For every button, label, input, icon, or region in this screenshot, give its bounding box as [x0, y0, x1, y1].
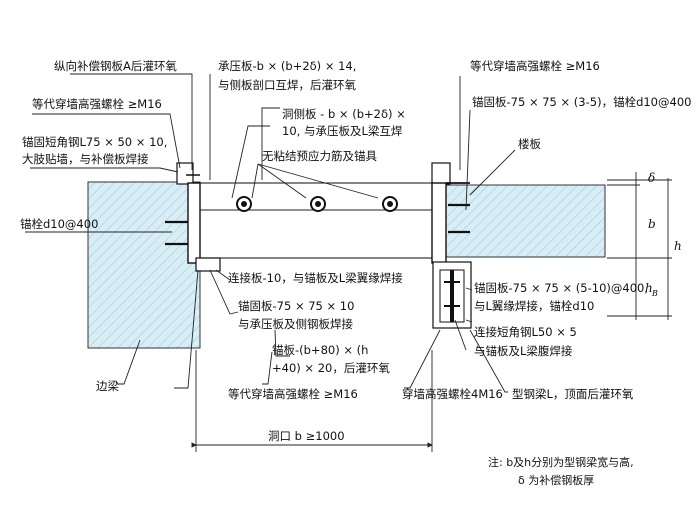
- note-line-1: 注: b及h分别为型钢梁宽与高,: [488, 455, 634, 469]
- edge-beam-body: [87, 181, 201, 349]
- dim-delta-label: δ: [648, 171, 655, 185]
- slab-label: 楼板: [518, 137, 541, 151]
- steel-beam-label: 型钢梁L，顶面后灌环氧: [512, 387, 634, 401]
- side-plate-label: 洞侧板 - b × (b+2δ) ×: [282, 107, 406, 121]
- side-plate-label-2: 10, 与承压板及L梁互焊: [282, 124, 403, 138]
- angle-short-label-2: 大肢贴墙，与补偿板焊接: [22, 152, 149, 166]
- leader-lines: [25, 73, 516, 393]
- anchor-plate-r2-label-2: 与L翼缘焊接，锚栓d10: [474, 299, 594, 313]
- anchor-plate-bot-label-2: +40) × 20，后灌环氧: [272, 361, 390, 375]
- edge-beam-label: 边梁: [96, 379, 119, 393]
- comp-plate-label: 纵向补偿钢板A后灌环氧: [54, 59, 177, 73]
- left-steel-assembly: [165, 162, 221, 272]
- svg-text:B: B: [651, 289, 658, 298]
- bolt-tr-label: 等代穿墙高强螺栓 ≥M16: [470, 59, 600, 73]
- right-steel-assembly: [431, 162, 472, 329]
- connect-plate-label: 连接板-10，与锚板及L梁翼缘焊接: [228, 271, 403, 285]
- anchor-plate-mid-label-2: 与承压板及侧钢板焊接: [238, 317, 353, 331]
- dim-hb-label: h: [645, 281, 653, 295]
- anchor-plate-r2-label: 锚固板-75 × 75 × (5-10)@400,: [474, 281, 648, 295]
- connect-angle-label: 连接短角钢L50 × 5: [474, 325, 577, 339]
- anchor-plate-bot-label: 锚板-(b+80) × (h: [272, 343, 368, 357]
- bolt-br-label: 穿墙高强螺栓4M16: [402, 387, 503, 401]
- press-plate-label: 承压板-b × (b+2δ) × 14,: [218, 59, 356, 73]
- angle-short-label: 锚固短角钢L75 × 50 × 10,: [22, 135, 167, 149]
- tendons: [236, 196, 398, 212]
- floor-slab-body: [444, 184, 606, 258]
- anchor-left-label: 锚栓d10@400: [20, 217, 98, 231]
- anchor-plate-r-label: 锚固板-75 × 75 × (3-5)，锚栓d10@400: [472, 95, 691, 109]
- opening-dimension: [191, 350, 433, 452]
- anchor-plate-mid-label: 锚固板-75 × 75 × 10: [238, 299, 354, 313]
- right-dimensions: [607, 172, 672, 320]
- note-line-2: δ 为补偿钢板厚: [518, 473, 594, 487]
- dim-b-label: b: [648, 217, 656, 231]
- bolt-tl-label: 等代穿墙高强螺栓 ≥M16: [32, 97, 162, 111]
- beam-box: [197, 182, 444, 259]
- press-plate-label-2: 与侧板剖口互焊，后灌环氧: [218, 78, 356, 92]
- opening-label: 洞口 b ≥1000: [268, 429, 345, 443]
- tendon-label: 无粘结预应力筋及锚具: [262, 149, 377, 163]
- bolt-bl-label: 等代穿墙高强螺栓 ≥M16: [228, 387, 358, 401]
- connect-angle-label-2: 与锚板及L梁腹焊接: [474, 344, 573, 358]
- dim-h-label: h: [674, 239, 682, 253]
